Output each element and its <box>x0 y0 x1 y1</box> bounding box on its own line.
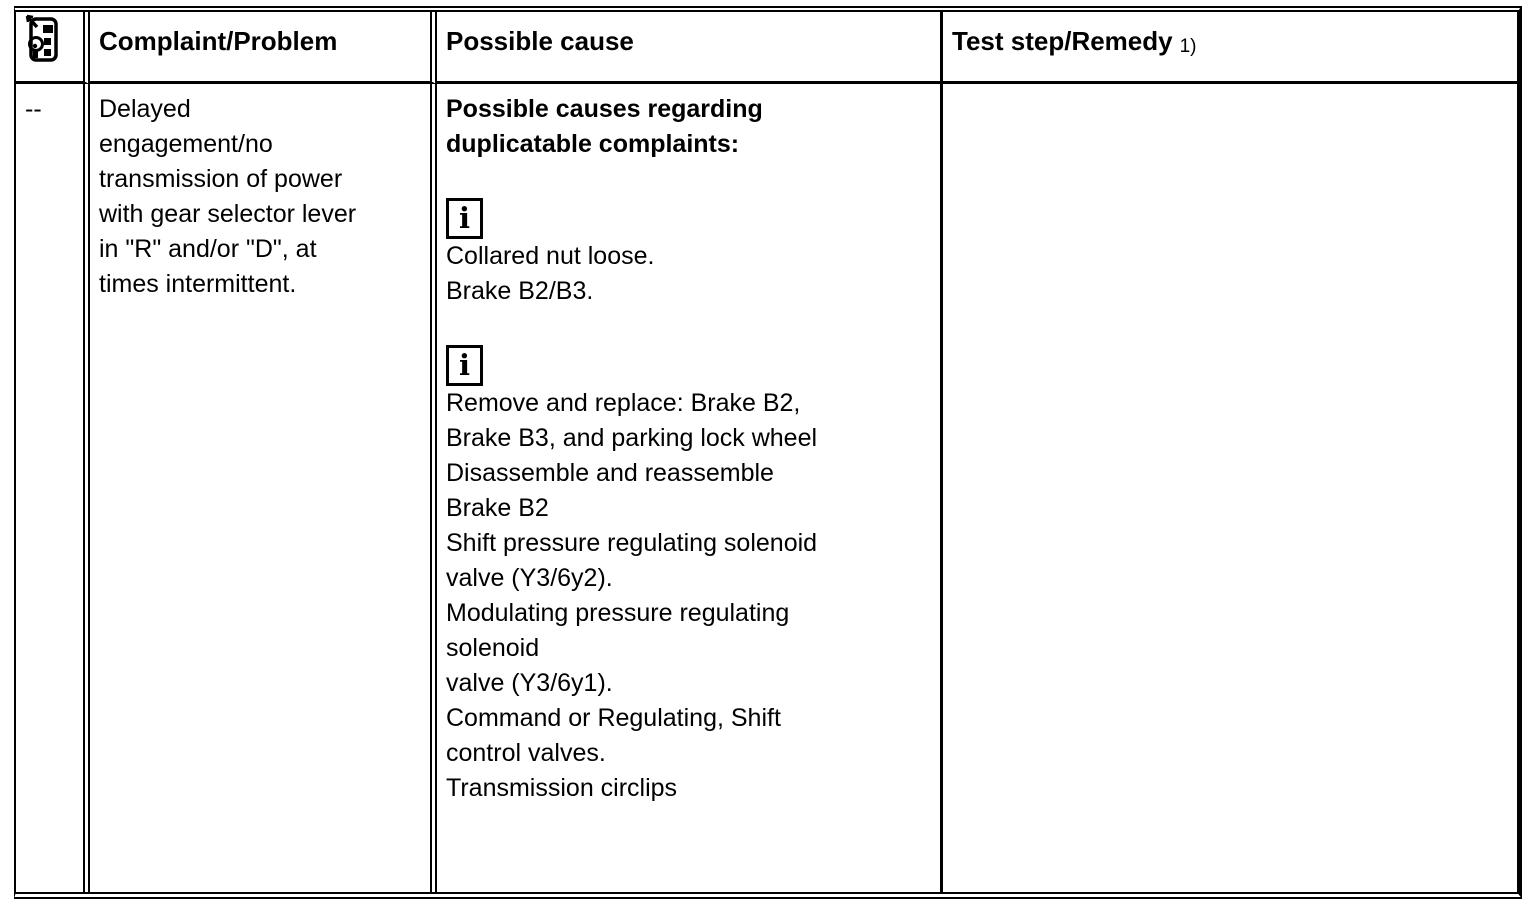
cause-note-1: Collared nut loose. Brake B2/B3. <box>446 242 655 305</box>
info-icon: i <box>446 198 483 239</box>
info-icon: i <box>446 345 483 386</box>
remedy-cell <box>943 84 1517 892</box>
diagnostic-tester-icon <box>21 14 65 70</box>
header-row: Complaint/Problem Possible cause Test st… <box>16 12 1517 84</box>
header-complaint-label: Complaint/Problem <box>99 26 338 56</box>
row-id-cell: -- <box>16 84 90 892</box>
cause-paragraph-1: Disassemble and reassemble Brake B2 <box>446 459 774 522</box>
diagnosis-table: Complaint/Problem Possible cause Test st… <box>14 6 1522 899</box>
header-test-step-remedy: Test step/Remedy 1) <box>943 12 1517 84</box>
table-row: -- Delayed engagement/no transmission of… <box>16 84 1517 892</box>
header-cause-label: Possible cause <box>446 26 634 56</box>
header-complaint-problem: Complaint/Problem <box>90 12 437 84</box>
info-icon-glyph: i <box>458 348 471 382</box>
cause-intro: Possible causes regarding duplicatable c… <box>446 95 763 158</box>
header-possible-cause: Possible cause <box>437 12 943 84</box>
row-id-marker: -- <box>25 95 42 123</box>
possible-cause-cell: Possible causes regarding duplicatable c… <box>437 84 943 892</box>
header-cell-icon <box>16 12 90 84</box>
complaint-cell: Delayed engagement/no transmission of po… <box>90 84 437 892</box>
header-remedy-label: Test step/Remedy <box>952 26 1173 56</box>
info-icon-glyph: i <box>458 201 471 235</box>
cause-paragraph-2: Shift pressure regulating solenoid valve… <box>446 529 818 802</box>
footnote-marker: 1) <box>1179 36 1197 57</box>
cause-note-2: Remove and replace: Brake B2, Brake B3, … <box>446 389 818 452</box>
